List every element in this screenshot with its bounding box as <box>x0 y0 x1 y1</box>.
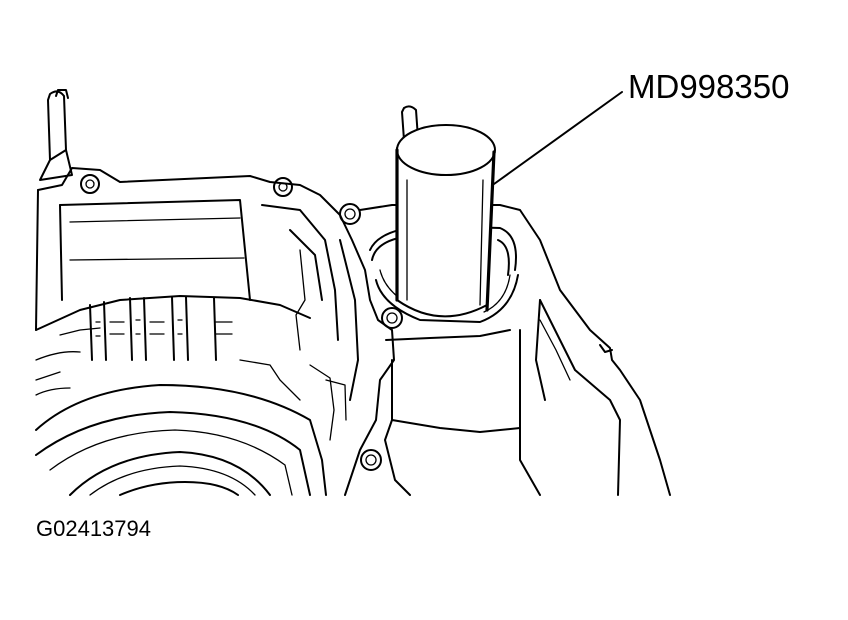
gear-drum <box>35 351 347 496</box>
transmission-case-housing <box>35 167 403 496</box>
clutch-plates <box>35 295 311 361</box>
left-stud-bolt <box>39 89 73 181</box>
tool-callout-label: MD998350 <box>628 68 790 105</box>
figure-id-label: G02413794 <box>36 516 151 541</box>
special-tool-cylinder <box>395 124 496 318</box>
callout-leader-line <box>493 91 623 185</box>
